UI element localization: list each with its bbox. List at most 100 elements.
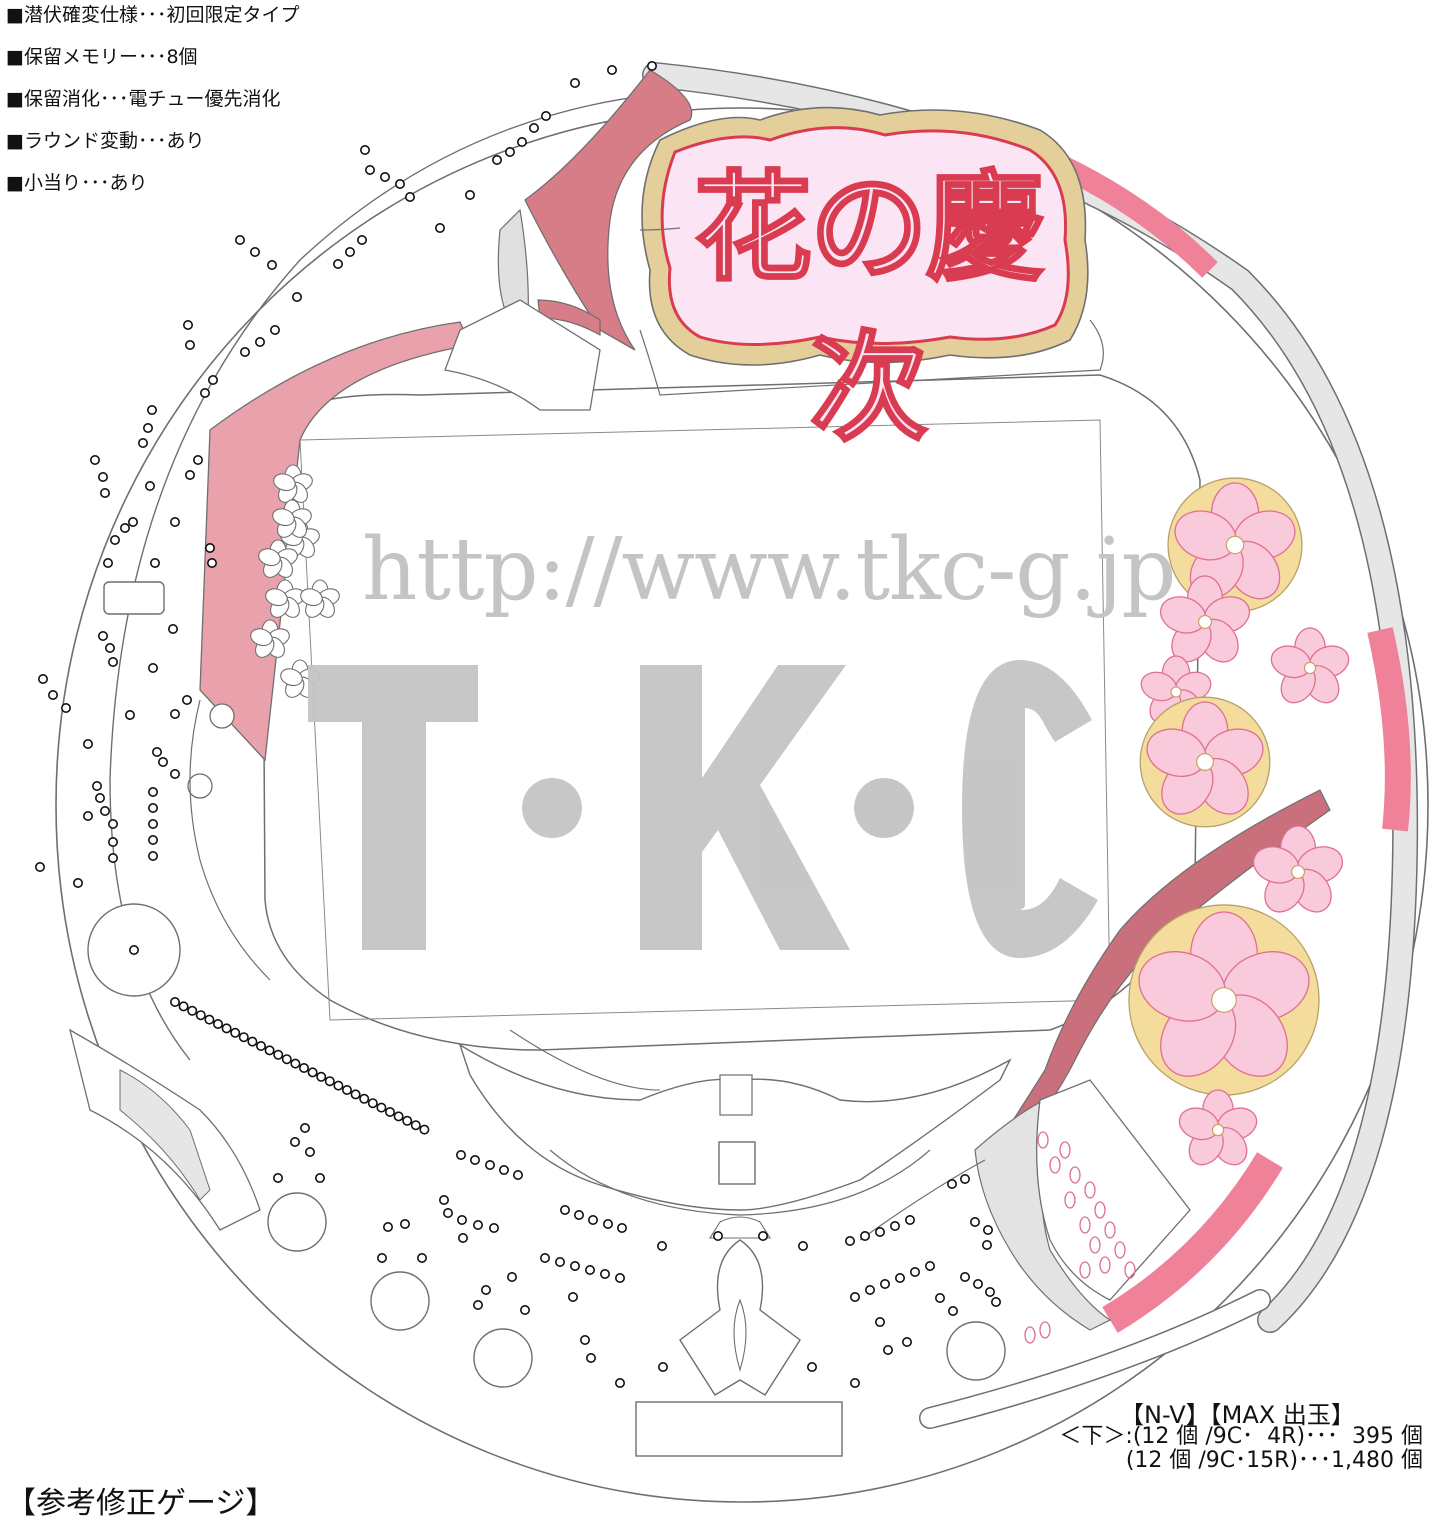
nail	[290, 1058, 301, 1069]
nail	[356, 235, 367, 246]
gold-sakura-flower	[1167, 477, 1303, 613]
nail	[266, 259, 277, 270]
spec-item: ■潜伏確変仕様･･･初回限定タイプ	[6, 4, 300, 26]
nail	[37, 673, 48, 684]
nail	[213, 1018, 224, 1029]
nail	[399, 1219, 410, 1230]
nail	[442, 1208, 453, 1219]
nail	[404, 192, 415, 203]
nail	[273, 1049, 284, 1060]
nail	[95, 792, 106, 803]
nail	[889, 1221, 900, 1232]
petal-pattern	[1024, 1131, 1136, 1344]
nail	[299, 1123, 310, 1134]
spec-list: ■潜伏確変仕様･･･初回限定タイプ ■保留メモリー･･･8個 ■保留消化･･･電…	[6, 4, 299, 214]
nail	[204, 1014, 215, 1025]
nail	[289, 1137, 300, 1148]
nail	[304, 1147, 315, 1158]
nail	[108, 852, 119, 863]
nail	[554, 1257, 565, 1268]
nail	[438, 1195, 449, 1206]
nail	[879, 1279, 890, 1290]
nail	[934, 1293, 945, 1304]
petal	[1064, 1191, 1076, 1209]
nail	[455, 1150, 466, 1161]
nail	[205, 542, 216, 553]
white-sakura-cluster	[250, 464, 340, 698]
rail-pink-segment	[1367, 627, 1411, 832]
white-sakura-flower	[258, 539, 298, 578]
nail	[602, 1219, 613, 1230]
nail	[498, 1165, 509, 1176]
nail-layout	[34, 60, 1001, 1389]
nail	[150, 557, 161, 568]
nail	[103, 557, 114, 568]
nail	[125, 709, 136, 720]
nail	[105, 642, 116, 653]
nail	[148, 834, 159, 845]
attacker-panel	[1036, 1079, 1191, 1301]
nail	[90, 454, 101, 465]
nail	[540, 111, 551, 122]
nail	[901, 1337, 912, 1348]
nail	[332, 258, 343, 269]
nail	[359, 1093, 370, 1104]
petal	[1079, 1216, 1091, 1234]
nail	[108, 656, 119, 667]
nail	[599, 1269, 610, 1280]
nail	[185, 469, 196, 480]
nail	[168, 623, 179, 634]
nail	[195, 1010, 206, 1021]
payout-header: 【N-V】【MAX 出玉】	[1120, 1401, 1355, 1429]
nail	[60, 702, 71, 713]
petal	[1039, 1321, 1051, 1339]
pink-sakura-flower	[1159, 575, 1251, 663]
petal	[1037, 1131, 1049, 1149]
nail	[981, 1240, 992, 1251]
nail	[506, 1272, 517, 1283]
nail	[569, 78, 580, 89]
petal	[1124, 1261, 1136, 1279]
nail	[584, 1265, 595, 1276]
nail	[379, 172, 390, 183]
nail	[646, 60, 657, 71]
nail	[158, 756, 169, 767]
nail	[129, 944, 140, 955]
payout-row: (12 個 /9C･15R)･･･1,480 個	[1076, 1448, 1423, 1473]
nail	[849, 1292, 860, 1303]
nail	[457, 1233, 468, 1244]
nail	[307, 1067, 318, 1078]
nail	[757, 1231, 768, 1242]
petal	[1089, 1236, 1101, 1254]
nail	[516, 137, 527, 148]
nail	[47, 689, 58, 700]
nail	[606, 65, 617, 76]
petal	[1079, 1261, 1091, 1279]
nail	[946, 1179, 957, 1190]
nail	[384, 1107, 395, 1118]
nail	[909, 1267, 920, 1278]
nail	[614, 1273, 625, 1284]
nail	[382, 1222, 393, 1233]
nail	[376, 1102, 387, 1113]
nail	[480, 1285, 491, 1296]
nail	[947, 1306, 958, 1317]
nail	[147, 404, 158, 415]
petal	[1024, 1326, 1036, 1344]
nail	[341, 1085, 352, 1096]
nail	[238, 1032, 249, 1043]
nail	[255, 1041, 266, 1052]
watermark-letter-t	[308, 665, 478, 950]
pink-sakura-flower	[1270, 627, 1350, 704]
nail	[512, 1170, 523, 1181]
spec-item: ■小当り･･･あり	[6, 172, 148, 194]
nail	[359, 145, 370, 156]
nail	[182, 694, 193, 705]
nail	[587, 1215, 598, 1226]
spec-item: ■保留メモリー･･･8個	[6, 46, 198, 68]
nail	[376, 1253, 387, 1264]
nail	[456, 1215, 467, 1226]
watermark-dot	[522, 778, 582, 838]
nail	[316, 1071, 327, 1082]
